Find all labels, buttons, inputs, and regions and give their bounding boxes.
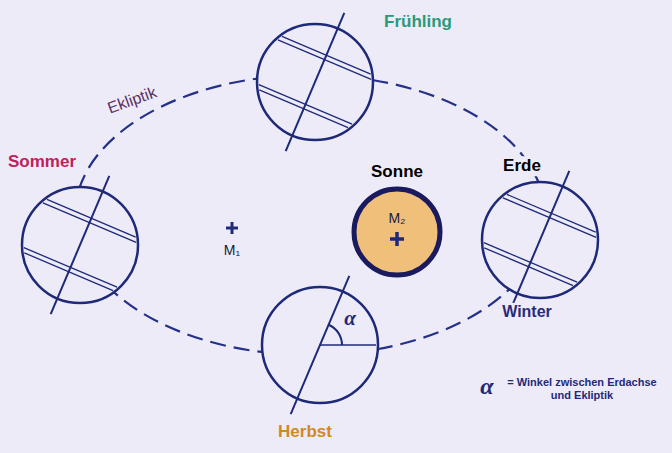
tropic-line: [503, 198, 596, 238]
shape-outline: [20, 185, 140, 305]
earth-axis: [286, 13, 345, 151]
tropic-line: [507, 194, 596, 232]
tropic-line: [259, 85, 352, 125]
earth-axis: [511, 171, 570, 309]
sun-label: Sonne: [371, 162, 423, 182]
angle-symbol: α: [480, 372, 493, 401]
globe-outline: [262, 287, 378, 403]
sun-outline: [354, 189, 440, 275]
earth-globe: Frühling: [255, 22, 375, 142]
earth-globe: αHerbst: [260, 285, 380, 405]
season-label: Frühling: [384, 12, 452, 32]
tropic-line: [259, 90, 348, 128]
tropic-line: [24, 248, 117, 288]
earth-globe: Sommer: [20, 185, 140, 305]
angle-symbol: α: [344, 306, 356, 330]
tropic-line: [43, 203, 136, 243]
season-label: Herbst: [278, 422, 332, 442]
shape-outline: [260, 285, 380, 405]
tropic-line: [278, 40, 371, 80]
focus-label: M₂: [388, 210, 405, 226]
shape-outline: [255, 22, 375, 142]
tropic-line: [24, 253, 113, 291]
shape-outline: [480, 180, 600, 300]
focus-cross: [226, 222, 238, 234]
cross-bar: [231, 222, 234, 234]
tropic-line: [47, 199, 136, 237]
earth-globe: ErdeWinter: [480, 180, 600, 300]
season-label: Winter: [499, 303, 555, 321]
focus-cross: [395, 232, 399, 246]
tropic-line: [484, 248, 573, 286]
focus-label: M₁: [224, 242, 240, 259]
legend-note: = Winkel zwischen Erdachse und Ekliptik: [498, 376, 666, 402]
sun-disc: SonneM₂: [352, 187, 442, 277]
season-label: Sommer: [8, 152, 76, 172]
earth-axis: [51, 176, 110, 314]
ecliptic-line: [320, 344, 376, 346]
tropic-line: [282, 36, 371, 74]
angle-arc: [329, 325, 342, 345]
earth-label: Erde: [500, 156, 544, 176]
tropic-line: [484, 243, 577, 283]
shape-outline: [352, 187, 442, 277]
